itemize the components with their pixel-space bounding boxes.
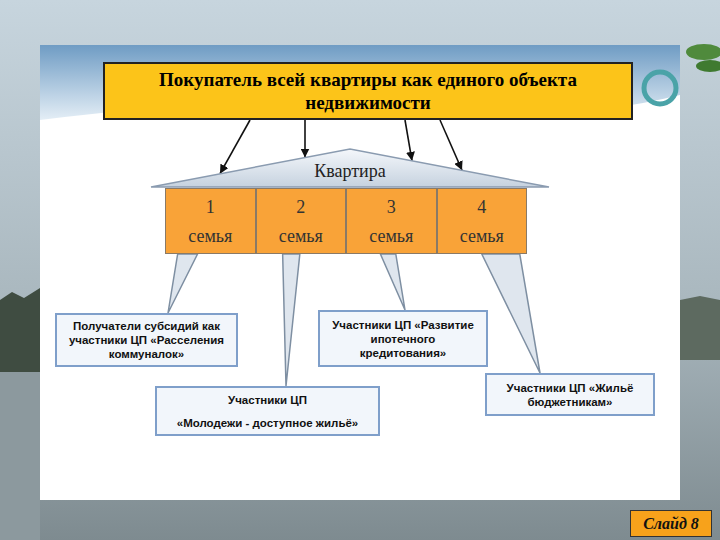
program-box: Участники ЦП «Жильё бюджетникам» [485,373,655,416]
program-box: Участники ЦП «Развитие ипотечного кредит… [318,310,488,367]
callout-wedge [283,254,300,386]
arrow-line [440,120,462,170]
decor-ring [644,72,676,104]
program-box: Получатели субсидий как участники ЦП «Ра… [55,313,238,367]
node-text: «Молодежи - доступное жильё» [163,416,372,430]
arrow-line [304,120,306,158]
shore-trees [0,288,40,372]
header-wave [40,45,680,120]
arrow-line [405,120,412,161]
program-box: Участники ЦП «Молодежи - доступное жильё» [155,386,380,436]
node-text: семья [279,226,323,246]
family-cell: 1 семья [165,188,256,254]
water [0,372,40,540]
apartment-house: Квартира 1 семья 2 семья 3 семья 4 семья [150,148,550,254]
node-text: семья [460,226,504,246]
node-text: Получатели субсидий как участники ЦП «Ра… [63,319,230,361]
node-text: Покупатель всей квартиры как единого объ… [117,68,619,114]
callout-wedge [482,254,540,373]
family-number: 2 [296,197,305,217]
family-cell: 4 семья [437,188,528,254]
node-text: Квартира [150,148,550,181]
buyer-box: Покупатель всей квартиры как единого объ… [103,62,633,120]
family-number: 4 [477,197,486,217]
slide-number: Слайд 8 [630,510,712,537]
palm-leaf [686,44,720,60]
shore-trees [680,296,720,360]
family-cell: 2 семья [256,188,347,254]
roof-shape [151,149,549,187]
family-number: 1 [206,197,215,217]
family-number: 3 [387,197,396,217]
node-text: семья [188,226,232,246]
node-text: Участники ЦП [163,393,372,407]
node-text: Слайд 8 [643,515,699,533]
slide-panel [40,45,680,500]
node-text: Участники ЦП «Развитие ипотечного кредит… [326,318,480,360]
family-cell: 3 семья [346,188,437,254]
node-text: Участники ЦП «Жильё бюджетникам» [493,381,647,409]
callout-wedge [380,254,405,310]
node-text: семья [369,226,413,246]
callout-wedge [168,254,198,313]
palm-leaf [696,60,720,72]
arrow-line [220,120,250,174]
